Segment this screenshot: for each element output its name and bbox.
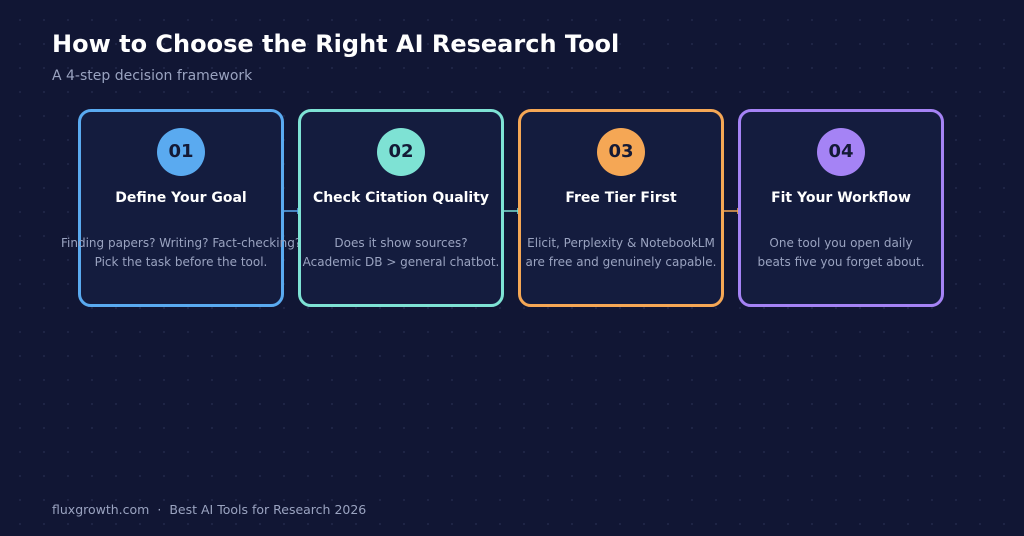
step-title: Check Citation Quality [312,190,490,206]
page-subtitle: A 4-step decision framework [52,68,253,84]
step-description: One tool you open daily beats five you f… [721,234,961,272]
step-description-line: Does it show sources? [334,236,468,250]
step-title: Define Your Goal [115,190,247,206]
step-description-line: are free and genuinely capable. [525,255,717,269]
step-card-4: 04 Fit Your Workflow One tool you open d… [738,109,944,307]
step-number-badge: 02 [377,128,425,176]
footer: fluxgrowth.com · Best AI Tools for Researc… [52,502,366,517]
footer-separator: · [157,502,162,517]
step-description: Finding papers? Writing? Fact-checking? … [61,234,301,272]
footer-article: Best AI Tools for Research 2026 [169,502,367,517]
step-description-line: Finding papers? Writing? Fact-checking? [61,236,302,250]
step-description-line: Academic DB > general chatbot. [302,255,500,269]
step-description: Does it show sources? Academic DB > gene… [281,234,521,272]
step-number-badge: 04 [817,128,865,176]
step-description-line: One tool you open daily [769,236,913,250]
step-title: Free Tier First [565,190,677,206]
step-description: Elicit, Perplexity & NotebookLM are free… [501,234,741,272]
step-card-3: 03 Free Tier First Elicit, Perplexity & … [518,109,724,307]
step-card-2: 02 Check Citation Quality Does it show s… [298,109,504,307]
footer-site: fluxgrowth.com [52,502,150,517]
step-description-line: Elicit, Perplexity & NotebookLM [527,236,715,250]
step-description-line: Pick the task before the tool. [94,255,268,269]
page-title: How to Choose the Right AI Research Tool [52,30,620,58]
step-title: Fit Your Workflow [771,190,911,206]
step-card-1: 01 Define Your Goal Finding papers? Writ… [61,109,301,307]
step-number-badge: 03 [597,128,645,176]
step-number-badge: 01 [157,128,205,176]
step-description-line: beats five you forget about. [757,255,925,269]
